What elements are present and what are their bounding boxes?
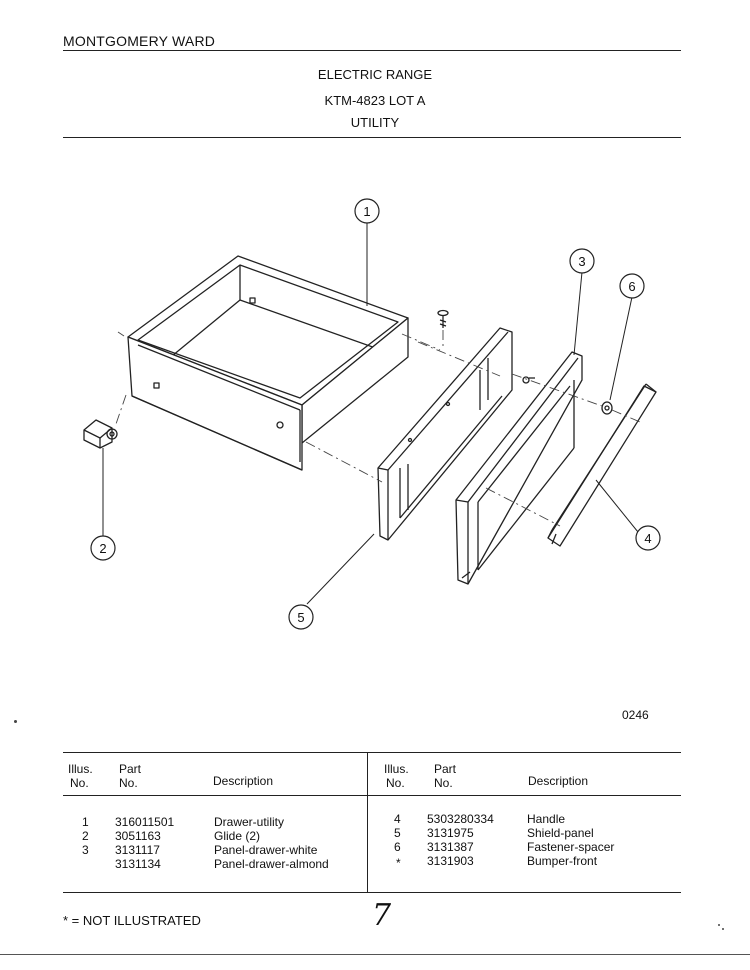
hdr-part-l1-left: Part <box>119 762 142 776</box>
screw-drawing <box>437 309 449 328</box>
callout-6: 6 <box>628 279 635 294</box>
row-part-number: 3131134 <box>115 857 161 871</box>
callout-3: 3 <box>578 254 585 269</box>
row-part-number: 3131903 <box>427 854 474 868</box>
product-title: ELECTRIC RANGE <box>317 67 433 82</box>
row-description: Panel-drawer-almond <box>214 857 329 871</box>
row-illus: 6 <box>394 840 401 854</box>
row-description: Glide (2) <box>214 829 261 843</box>
row-description: Fastener-spacer <box>527 840 615 854</box>
model-number: KTM-4823 LOT A <box>324 93 426 108</box>
exploded-parts-diagram: 1 2 3 6 4 5 <box>83 198 661 630</box>
hdr-description-left: Description <box>213 774 274 788</box>
table-top-rule <box>63 752 681 753</box>
hdr-illus-l1-right: Illus. <box>384 762 409 776</box>
row-illus: 5 <box>394 826 401 840</box>
table-header-rule <box>63 795 681 796</box>
section-title: UTILITY <box>350 115 400 130</box>
diagram-code: 0246 <box>622 708 649 722</box>
hdr-part-l2-left: No. <box>119 776 138 790</box>
scan-speck <box>14 720 17 723</box>
row-part-number: 3051163 <box>115 829 161 843</box>
row-illus: 1 <box>82 815 89 829</box>
row-description: Panel-drawer-white <box>214 843 318 857</box>
scan-speck <box>718 924 720 926</box>
row-part-number: 3131117 <box>115 843 160 857</box>
callout-4: 4 <box>644 531 651 546</box>
row-part-number: 316011501 <box>115 815 175 829</box>
row-illus: 3 <box>82 843 89 857</box>
drawer-utility-drawing <box>127 255 409 471</box>
row-description: Shield-panel <box>527 826 594 840</box>
row-part-number: 5303280334 <box>427 812 494 826</box>
fastener-spacer-drawing <box>601 401 613 415</box>
shield-panel-drawing <box>377 327 513 541</box>
not-illustrated-note: * = NOT ILLUSTRATED <box>63 913 201 928</box>
callout-2: 2 <box>99 541 106 556</box>
hdr-part-l2-right: No. <box>434 776 453 790</box>
hdr-illus-l2-left: No. <box>70 776 89 790</box>
table-column-divider <box>367 752 368 892</box>
handle-drawing <box>547 383 657 547</box>
row-part-number: 3131387 <box>427 840 474 854</box>
hdr-part-l1-right: Part <box>434 762 457 776</box>
glide-drawing <box>83 419 118 449</box>
row-description: Handle <box>527 812 566 826</box>
hdr-illus-l2-right: No. <box>386 776 405 790</box>
brand-name: MONTGOMERY WARD <box>63 33 216 49</box>
hdr-illus-l1-left: Illus. <box>68 762 93 776</box>
row-illus: * <box>396 856 401 870</box>
callout-1: 1 <box>363 204 370 219</box>
scan-speck <box>722 928 724 930</box>
row-description: Drawer-utility <box>214 815 285 829</box>
header-rule <box>63 137 681 138</box>
row-description: Bumper-front <box>527 854 598 868</box>
callout-5: 5 <box>297 610 304 625</box>
row-illus: 2 <box>82 829 89 843</box>
handwritten-page-number: 7 <box>372 898 392 933</box>
row-illus: 4 <box>394 812 401 826</box>
row-part-number: 3131975 <box>427 826 474 840</box>
table-bottom-rule <box>63 892 681 893</box>
rivet-drawing <box>522 376 535 384</box>
top-rule <box>63 50 681 51</box>
hdr-description-right: Description <box>528 774 589 788</box>
footer-rule <box>0 954 750 955</box>
